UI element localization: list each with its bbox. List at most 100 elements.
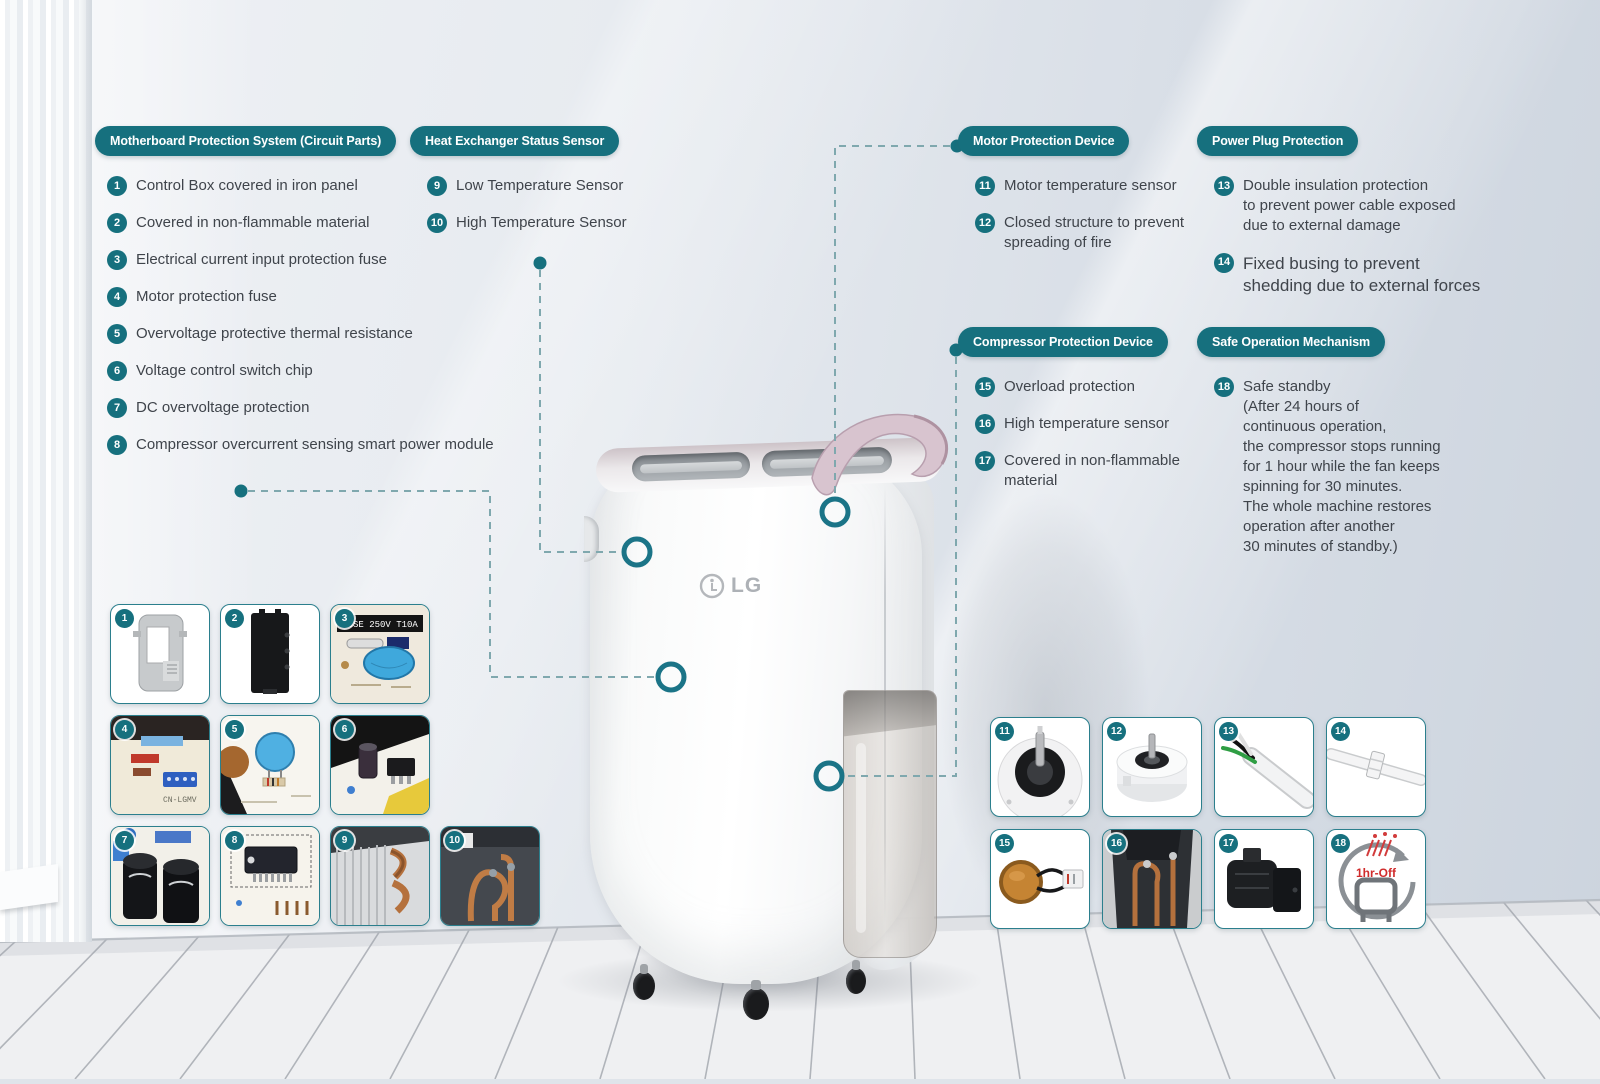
water-tank: [843, 690, 937, 958]
item-number-badge: 17: [975, 451, 995, 471]
fixed-bushing-cable-photo: [1327, 748, 1425, 786]
caster-wheel: [743, 980, 769, 1020]
thumb-smart-power-module: 8: [220, 826, 320, 926]
overload-protector-photo: [999, 860, 1084, 904]
item-number-badge: 2: [107, 213, 127, 233]
thumb-input-protection-fuse: 3 FUSE 250V T10A: [330, 604, 430, 704]
thumb-number-badge: 9: [335, 831, 354, 850]
item-number-badge: 18: [1214, 377, 1234, 397]
thumb-number-badge: 8: [225, 831, 244, 850]
thumb-number-badge: 15: [995, 834, 1014, 853]
thumb-safe-standby: 18 1hr-Off: [1326, 829, 1426, 929]
section-title-motherboard: Motherboard Protection System (Circuit P…: [95, 126, 397, 156]
item-number-badge: 8: [107, 435, 127, 455]
thumb-non-flammable-compressor-cover: 17: [1214, 829, 1314, 929]
item-number-badge: 10: [427, 213, 447, 233]
thumb-number-badge: 6: [335, 720, 354, 739]
lg-logo: LG: [699, 573, 762, 599]
section-title-motor: Motor Protection Device: [958, 126, 1130, 156]
thumb-overload-protector: 15: [990, 829, 1090, 929]
iron-panel-photo: [133, 614, 187, 692]
connector-label-text: CN-LGMV: [163, 796, 197, 805]
item-number-badge: 14: [1214, 253, 1234, 273]
thumb-voltage-control-chip: 6: [330, 715, 430, 815]
thumb-iron-panel: 1: [110, 604, 210, 704]
item-number-badge: 9: [427, 176, 447, 196]
water-tank-highlight: [856, 743, 866, 933]
thumb-number-badge: 2: [225, 609, 244, 628]
caster-wheel: [846, 960, 866, 994]
non-flammable-compressor-cover-photo: [1227, 848, 1301, 912]
thumb-dc-overvoltage-capacitors: 7: [110, 826, 210, 926]
thumb-number-badge: 14: [1331, 722, 1350, 741]
thumb-number-badge: 1: [115, 609, 134, 628]
item-number-badge: 6: [107, 361, 127, 381]
item-number-badge: 4: [107, 287, 127, 307]
thumb-number-badge: 17: [1219, 834, 1238, 853]
item-number-badge: 12: [975, 213, 995, 233]
lg-logo-text: LG: [731, 574, 763, 597]
section-title-heat-exchanger: Heat Exchanger Status Sensor: [410, 126, 620, 156]
thumb-number-badge: 7: [115, 831, 134, 850]
voltage-control-chip-photo: [331, 716, 429, 814]
lg-symbol-icon: [699, 573, 725, 599]
item-number-badge: 1: [107, 176, 127, 196]
window-curtain: [0, 0, 92, 942]
thumb-fixed-bushing-cable: 14: [1326, 717, 1426, 817]
safe-standby-icon: [1338, 832, 1416, 922]
motor-temperature-sensor-photo: [997, 726, 1083, 816]
thumb-number-badge: 16: [1107, 834, 1126, 853]
high-temperature-sensor-photo: [441, 827, 539, 925]
thumb-number-badge: 10: [445, 831, 464, 850]
thumb-number-badge: 3: [335, 609, 354, 628]
thumb-motor-protection-fuse: 4 CN-LGMV: [110, 715, 210, 815]
compressor-sensor-photo: [1103, 830, 1201, 928]
thumb-number-badge: 11: [995, 722, 1014, 741]
carry-handle: [811, 413, 949, 496]
item-number-badge: 5: [107, 324, 127, 344]
air-vent-left: [631, 451, 751, 482]
thumb-high-temperature-sensor: 10: [440, 826, 540, 926]
item-number-badge: 15: [975, 377, 995, 397]
item-number-badge: 11: [975, 176, 995, 196]
thumb-number-badge: 12: [1107, 722, 1126, 741]
section-title-compressor: Compressor Protection Device: [958, 327, 1168, 357]
thumb-low-temperature-sensor: 9: [330, 826, 430, 926]
thumb-thermal-resistance: 5: [220, 715, 320, 815]
standby-label: 1hr-Off: [1356, 866, 1396, 880]
fuse-label-text: FUSE 250V T10A: [342, 620, 418, 630]
item-number-badge: 16: [975, 414, 995, 434]
section-motherboard: Motherboard Protection System (Circuit P…: [95, 126, 494, 472]
water-tank-cap: [844, 691, 936, 737]
caster-wheel: [633, 964, 655, 1000]
item-number-badge: 3: [107, 250, 127, 270]
thumb-number-badge: 4: [115, 720, 134, 739]
thumb-number-badge: 13: [1219, 722, 1238, 741]
thumb-number-badge: 5: [225, 720, 244, 739]
thumb-motor-temperature-sensor: 11: [990, 717, 1090, 817]
thumb-closed-motor-structure: 12: [1102, 717, 1202, 817]
low-temperature-sensor-photo: [331, 827, 429, 925]
item-number-badge: 13: [1214, 176, 1234, 196]
thumb-number-badge: 18: [1331, 834, 1350, 853]
